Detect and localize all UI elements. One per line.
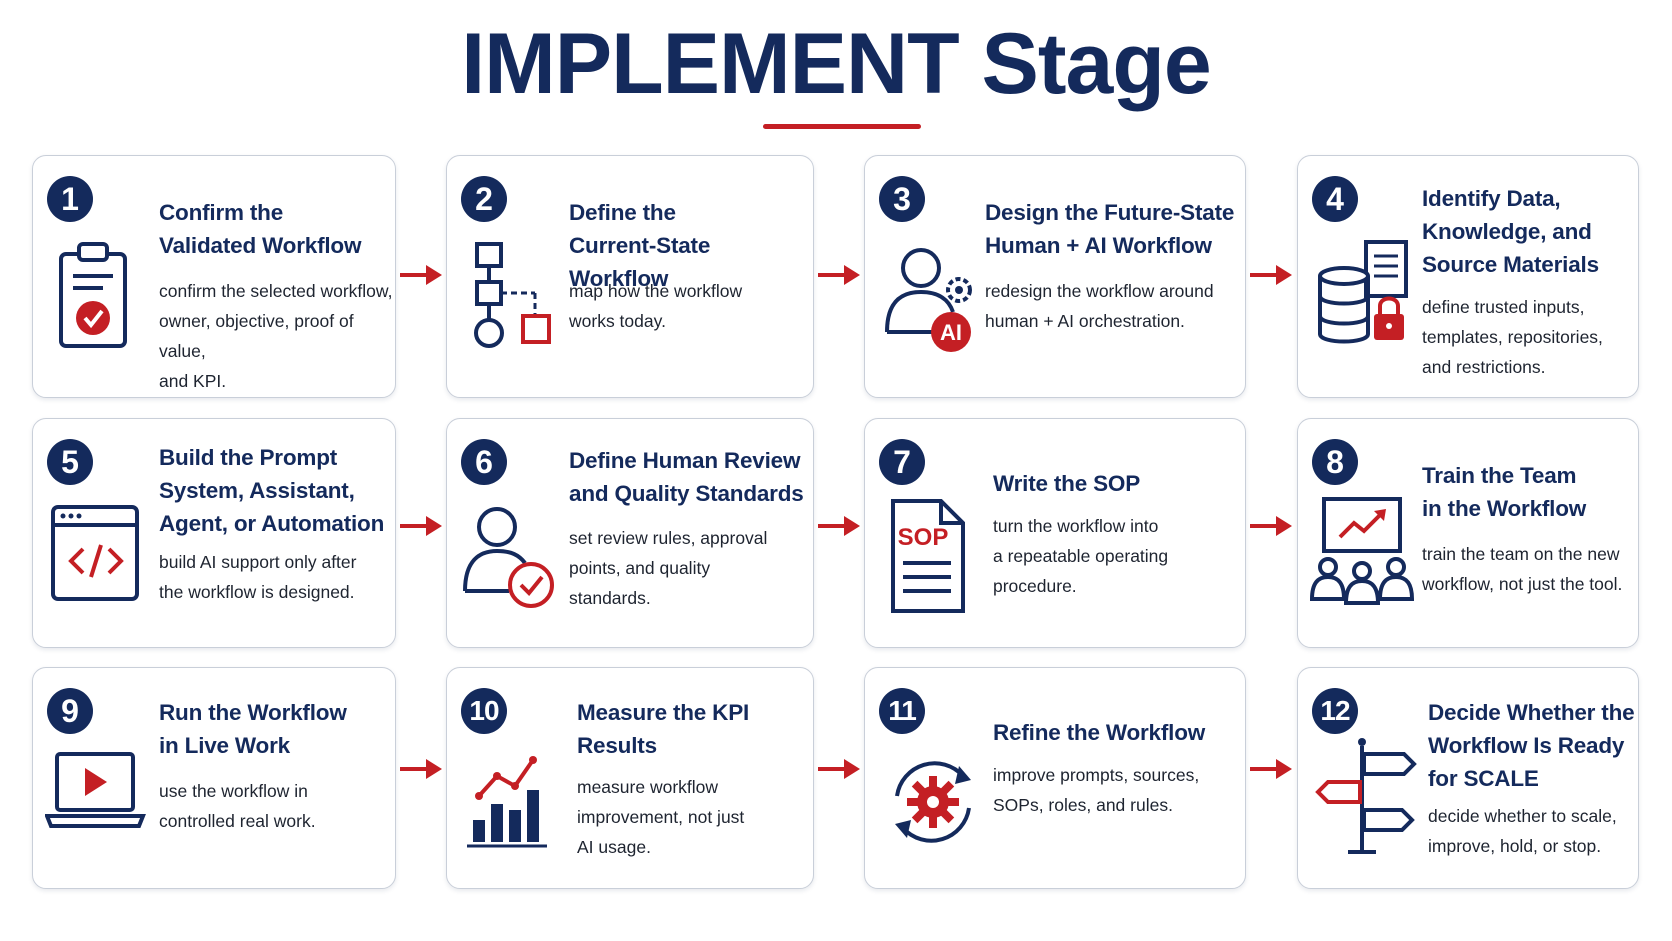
step-description: improve prompts, sources, SOPs, roles, a… [993,765,1200,815]
flow-arrow [816,263,862,287]
step-title: Decide Whether the Workflow Is Ready for… [1428,700,1635,791]
step-card-7[interactable]: 7 SOP Write the SOP turn the workflow in… [864,418,1246,648]
step-card-5[interactable]: 5 Build the Prompt System, Assistant, Ag… [32,418,396,648]
step-description: use the workflow in controlled real work… [159,781,316,831]
flow-arrow [1248,757,1294,781]
flow-arrow [1248,263,1294,287]
step-number-badge: 9 [47,688,93,734]
step-title: Define Human Review and Quality Standard… [569,448,804,506]
page-title: IMPLEMENT Stage [461,16,1212,112]
laptop-play-icon [45,752,146,828]
svg-text:SOP: SOP [898,524,949,551]
step-title: Train the Team in the Workflow [1422,463,1587,521]
code-window-icon [51,505,139,601]
step-number-badge: 7 [879,439,925,485]
person-check-icon [463,507,554,608]
step-title: Write the SOP [993,471,1141,496]
step-card-12[interactable]: 12 Decide Whether the Workflow Is Ready … [1297,667,1639,889]
step-number-badge: 6 [461,439,507,485]
step-title: Measure the KPI Results [577,700,750,758]
clipboard-check-icon [59,242,127,348]
step-card-3[interactable]: 3 AI Design the Future-State Human + AI … [864,155,1246,398]
step-description: turn the workflow into a repeatable oper… [993,516,1169,596]
signpost-icon [1315,738,1417,854]
step-number-badge: 3 [879,176,925,222]
flow-arrow [1248,514,1294,538]
step-card-9[interactable]: 9 Run the Workflow in Live Work use the … [32,667,396,889]
flowchart-icon [474,242,551,348]
gear-cycle-icon [895,761,971,843]
step-title: Run the Workflow in Live Work [159,700,347,758]
step-card-8[interactable]: 8 Train the Team in the Workflow train t… [1297,418,1639,648]
step-card-11[interactable]: 11 Refine the Workflow improve prompts, … [864,667,1246,889]
step-card-1[interactable]: 1 Confirm the Validated Workflow confirm… [32,155,396,398]
step-description: decide whether to scale, improve, hold, … [1428,806,1617,856]
step-title: Refine the Workflow [993,720,1206,745]
step-description: train the team on the new workflow, not … [1422,544,1623,594]
step-description: measure workflow improvement, not just A… [577,777,745,857]
step-card-2[interactable]: 2 Define the Current-State Workflow map … [446,155,814,398]
flow-arrow [816,514,862,538]
step-description: set review rules, approval points, and q… [569,528,768,608]
step-card-4[interactable]: 4 Identify Data, Knowledge, and Source M… [1297,155,1639,398]
team-training-icon [1310,497,1415,605]
step-number-badge: 1 [47,176,93,222]
step-title: Identify Data, Knowledge, and Source Mat… [1422,186,1599,277]
step-card-6[interactable]: 6 Define Human Review and Quality Standa… [446,418,814,648]
step-title: Design the Future-State Human + AI Workf… [985,200,1235,258]
step-description: confirm the selected workflow, owner, ob… [159,281,393,391]
step-number-badge: 4 [1312,176,1358,222]
flow-arrow [398,514,444,538]
flow-arrow [816,757,862,781]
step-title: Confirm the Validated Workflow [159,200,362,258]
step-description: map how the workflow works today. [569,281,743,331]
step-number-badge: 11 [879,688,925,734]
step-number-badge: 10 [461,688,507,734]
database-document-lock-icon [1318,240,1408,344]
step-description: define trusted inputs, templates, reposi… [1422,297,1603,377]
step-number-badge: 12 [1312,688,1358,734]
bar-chart-trend-icon [467,756,547,848]
title-underline [763,124,921,129]
flow-arrow [398,263,444,287]
svg-text:AI: AI [940,320,962,345]
step-number-badge: 5 [47,439,93,485]
step-number-badge: 8 [1312,439,1358,485]
step-description: redesign the workflow around human + AI … [985,281,1214,331]
flow-arrow [398,757,444,781]
human-ai-icon: AI [885,248,972,352]
step-title: Build the Prompt System, Assistant, Agen… [159,445,385,536]
sop-document-icon: SOP [891,499,965,613]
step-title: Define the Current-State Workflow [569,200,711,291]
step-description: build AI support only after the workflow… [159,552,357,602]
step-number-badge: 2 [461,176,507,222]
step-card-10[interactable]: 10 Measure the KPI Results measure workf… [446,667,814,889]
